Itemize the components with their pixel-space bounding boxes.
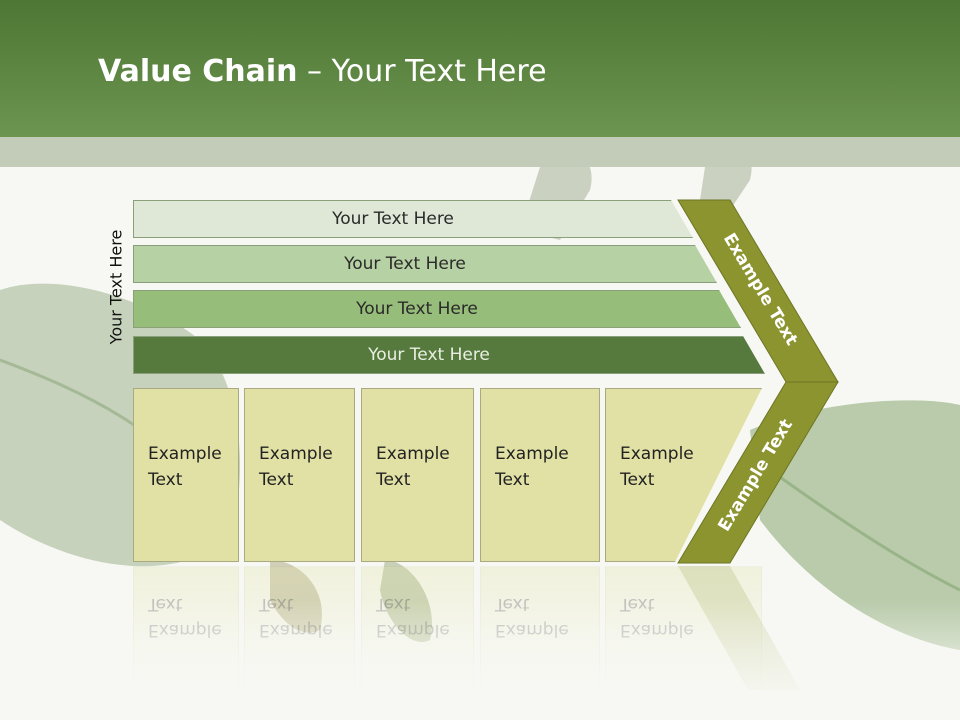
row-2[interactable]: Your Text Here xyxy=(133,245,717,283)
box-3-line2: Text xyxy=(376,470,411,490)
row-3[interactable]: Your Text Here xyxy=(133,290,741,328)
box-3-line1: Example xyxy=(376,444,450,464)
row-1[interactable]: Your Text Here xyxy=(133,200,693,238)
box-4-line2: Text xyxy=(495,470,530,490)
box-1-line1: Example xyxy=(148,444,222,464)
chevron-lower[interactable] xyxy=(677,381,839,564)
row-4[interactable]: Your Text Here xyxy=(133,336,765,374)
header-band xyxy=(0,137,960,167)
row-1-label: Your Text Here xyxy=(332,209,454,229)
row-3-label: Your Text Here xyxy=(356,299,478,319)
row-2-label: Your Text Here xyxy=(344,254,466,274)
header-bar xyxy=(0,0,960,137)
row-4-label: Your Text Here xyxy=(368,345,490,365)
box-2-line1: Example xyxy=(259,444,333,464)
bottom-fade xyxy=(0,600,960,720)
box-5-line2: Text xyxy=(620,470,655,490)
slide-title: Value Chain – Your Text Here xyxy=(98,54,547,89)
box-2-line2: Text xyxy=(259,470,294,490)
title-rest: – Your Text Here xyxy=(297,54,547,89)
box-4-line1: Example xyxy=(495,444,569,464)
box-5-line1: Example xyxy=(620,444,694,464)
box-1-line2: Text xyxy=(148,470,183,490)
title-bold: Value Chain xyxy=(98,54,298,89)
